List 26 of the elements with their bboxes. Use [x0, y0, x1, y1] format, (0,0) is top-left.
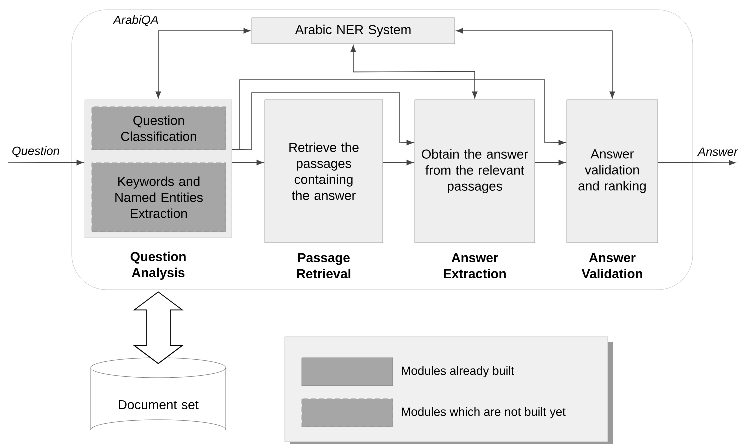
module-box: Keywords and Named Entities Extraction — [92, 162, 226, 232]
module-box: Answer validation and ranking — [566, 100, 658, 244]
arrow — [382, 160, 414, 166]
database-cylinder: Document set — [90, 358, 226, 430]
edge-label: Answer — [697, 146, 739, 158]
arrow — [350, 45, 478, 99]
module-box: Arabic NER System — [252, 18, 456, 44]
module-box: Obtain the answer from the relevant passages — [414, 100, 536, 244]
system-title: ArabiQA — [112, 16, 158, 26]
arrow — [232, 80, 566, 150]
arrow — [534, 160, 566, 166]
module-box: Retrieve the passages containing the answer — [264, 100, 384, 244]
edge-label: Question — [11, 146, 62, 158]
module-heading: Answer Extraction — [444, 253, 506, 279]
arrow — [658, 160, 736, 166]
legend-text: Modules which are not built yet — [402, 407, 566, 419]
arrow — [456, 28, 616, 99]
module-box: Question Classification — [92, 106, 226, 150]
module-heading: Answer Validation — [582, 253, 642, 279]
legend-text: Modules already built — [402, 366, 514, 378]
arrow — [232, 160, 264, 166]
module-heading: Question Analysis — [130, 252, 186, 280]
module-heading: Passage Retrieval — [297, 253, 351, 279]
arrow — [8, 160, 84, 166]
double-arrow — [133, 292, 184, 364]
arrow — [156, 28, 251, 99]
